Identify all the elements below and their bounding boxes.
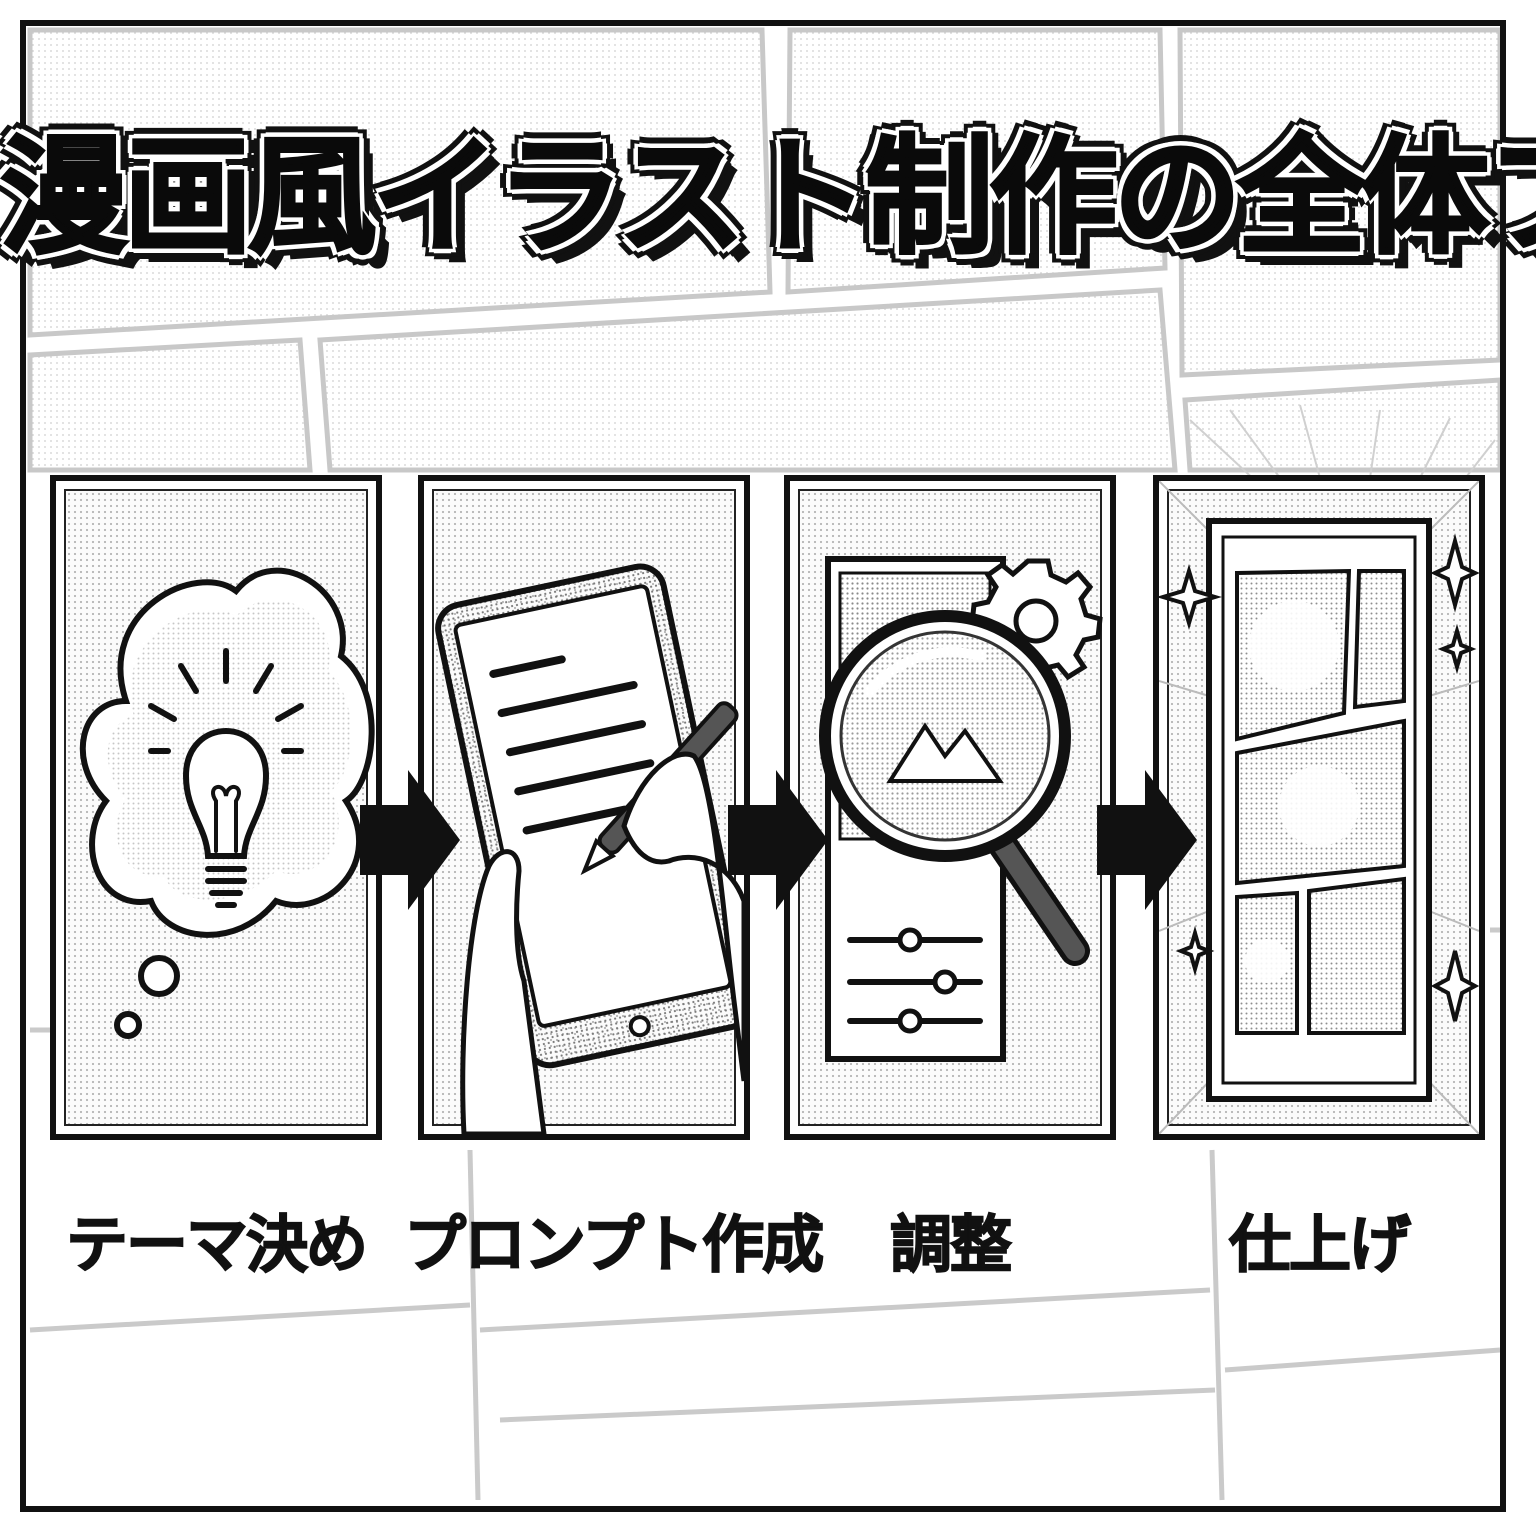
step-panel-finish — [1153, 475, 1485, 1140]
step-panel-adjust — [784, 475, 1116, 1140]
right-arrow-icon — [360, 770, 460, 910]
magnifier-settings-icon — [819, 556, 1103, 1062]
step-label-theme: テーマ決め — [65, 1207, 369, 1282]
lightbulb-thought-icon — [79, 567, 375, 1039]
right-arrow-icon — [728, 770, 828, 910]
right-arrow-icon — [1097, 770, 1197, 910]
step-panel-theme — [50, 475, 382, 1140]
step-label-finish: 仕上げ — [1228, 1207, 1412, 1282]
step-panel-prompt — [418, 475, 750, 1140]
tablet-pen-icon — [435, 563, 744, 1134]
page-title: 漫画風イラスト制作の全体フロー — [0, 122, 1536, 274]
outer-frame — [20, 20, 1506, 1512]
step-label-prompt: プロンプト作成 — [403, 1207, 825, 1282]
step-label-adjust: 調整 — [889, 1207, 1013, 1282]
manga-page-icon — [1159, 481, 1479, 1134]
